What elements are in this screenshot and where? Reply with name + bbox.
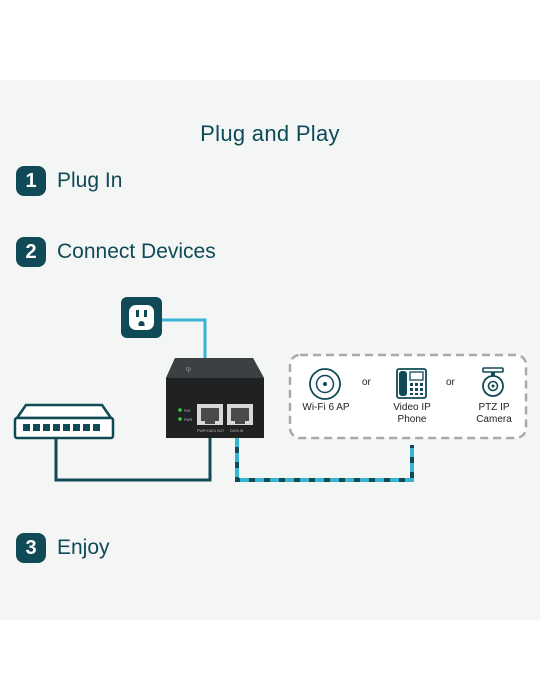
step-label: Connect Devices: [57, 240, 216, 263]
step-connect-devices: 2 Connect Devices: [16, 237, 216, 267]
device-label-line: Video IP: [393, 402, 431, 413]
poe-cable-base: [235, 438, 414, 482]
power-cable: [162, 318, 207, 358]
injector-led-label: PoE: [184, 409, 191, 413]
poe-led-icon: [178, 408, 182, 412]
network-switch-icon: [13, 403, 115, 440]
device-label-phone: Video IP Phone: [382, 402, 442, 426]
video-ip-phone-icon: [396, 368, 427, 399]
ptz-camera-icon: [482, 367, 504, 397]
step-number-badge: 1: [16, 166, 46, 196]
poe-injector-device: [166, 358, 264, 438]
or-connector-1: or: [362, 377, 371, 388]
step-number-badge: 2: [16, 237, 46, 267]
device-label-line: PTZ IP: [478, 402, 510, 413]
step-label: Enjoy: [57, 536, 110, 559]
device-label-line: Camera: [476, 414, 512, 425]
access-point-icon: [309, 368, 341, 400]
step-enjoy: 3 Enjoy: [16, 533, 110, 563]
step-label: Plug In: [57, 169, 123, 192]
data-cable: [54, 438, 212, 482]
pwr-led-icon: [178, 417, 182, 421]
injector-port-label: PWR+DATA OUT: [197, 429, 225, 433]
injector-led-label: PWR: [184, 418, 193, 422]
step-number-badge: 3: [16, 533, 46, 563]
device-label-line: Phone: [397, 414, 427, 425]
device-label-camera: PTZ IP Camera: [464, 402, 524, 426]
background-panel: [0, 80, 540, 620]
power-outlet-icon: [121, 297, 162, 338]
injector-brand-logo: tp: [186, 367, 192, 373]
or-connector-2: or: [446, 377, 455, 388]
page-title: Plug and Play: [200, 121, 340, 146]
step-plug-in: 1 Plug In: [16, 166, 122, 196]
injector-port-label: DATA IN: [230, 429, 244, 433]
poe-cable-dash: [235, 438, 414, 482]
device-label-ap: Wi-Fi 6 AP: [302, 402, 350, 413]
